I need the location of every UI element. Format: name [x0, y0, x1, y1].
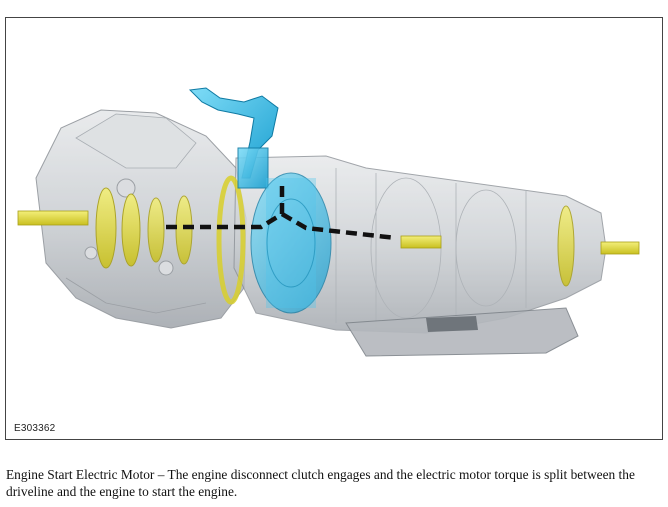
driveline-shafts [17, 175, 640, 305]
figure-id-label: E303362 [14, 423, 56, 434]
torque-path-arrows [166, 183, 397, 241]
transmission-illustration [17, 87, 640, 357]
pan-fitting [426, 316, 478, 332]
figure-frame: E303362 [5, 17, 663, 440]
oil-pan [345, 307, 579, 357]
figure-caption: Engine Start Electric Motor – The engine… [6, 467, 635, 499]
engine-side-housing [35, 109, 247, 329]
electric-motor-icon [188, 87, 332, 314]
